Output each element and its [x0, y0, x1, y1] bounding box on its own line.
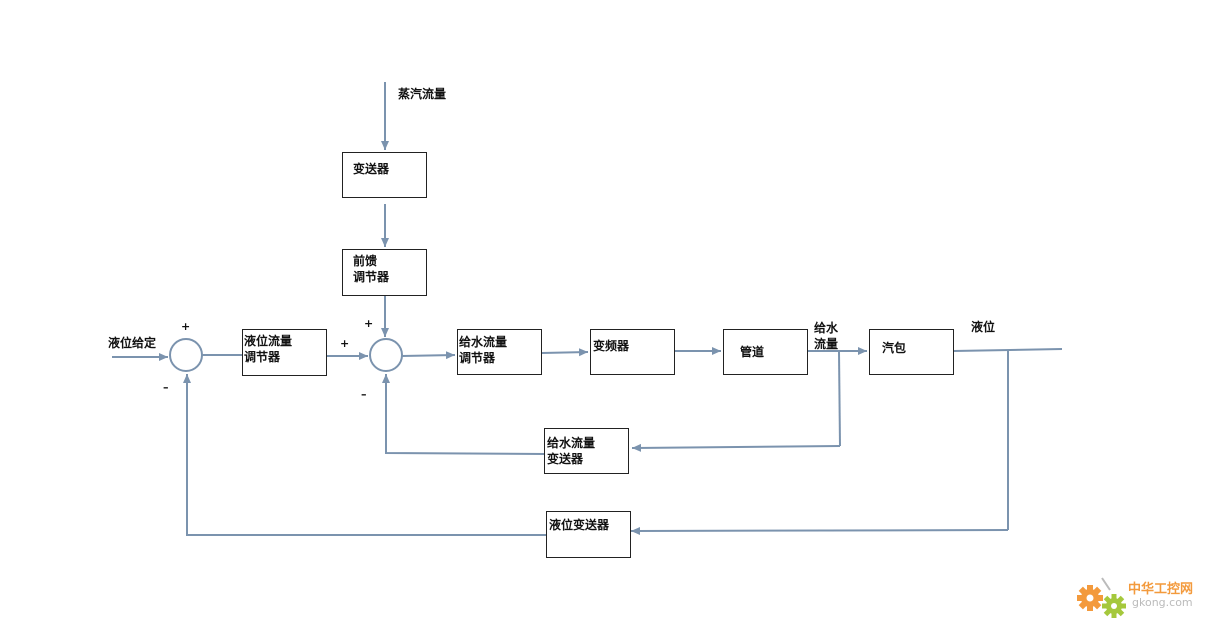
feedwater-ctrl-line1: 给水流量: [459, 335, 508, 349]
gear-logo-icon: [1077, 577, 1126, 618]
feedwater-flow-controller-box: 给水流量 调节器: [457, 329, 542, 375]
level-output-label: 液位: [971, 320, 996, 334]
sum2-minus-sign: –: [361, 388, 367, 401]
level-setpoint-label: 液位给定: [108, 336, 157, 350]
feedwater-flow-label: 给水 流量: [814, 320, 838, 352]
level-tx-label: 液位变送器: [549, 518, 610, 532]
level-flow-controller-box: 液位流量 调节器: [242, 329, 327, 376]
sum1-plus-sign: +: [181, 320, 191, 333]
summing-junction-2: [369, 338, 403, 372]
summing-junction-1: [169, 338, 203, 372]
pipe-label: 管道: [740, 345, 765, 359]
feedwater-ctrl-line2: 调节器: [459, 351, 496, 365]
arrow-feedwater-flow-to-transmitter: [631, 443, 841, 452]
feedforward-label-line1: 前馈: [353, 254, 378, 268]
gkong-watermark: 中华工控网 gkong.com: [1072, 572, 1200, 626]
feedwater-flow-transmitter-box: 给水流量 变送器: [544, 428, 629, 474]
feedforward-label-line2: 调节器: [353, 270, 390, 284]
level-transmitter-box: 液位变送器: [546, 511, 631, 558]
vfd-box: 变频器: [590, 329, 675, 375]
line-feedwater-flow-tap: [838, 351, 841, 447]
sum2-plus-top-sign: +: [364, 317, 374, 330]
feedwater-flow-label-line1: 给水: [814, 321, 839, 335]
vfd-label: 变频器: [593, 339, 630, 353]
feedwater-tx-line2: 变送器: [547, 452, 584, 466]
arrow-level-to-transmitter: [630, 526, 1009, 535]
steam-flow-label: 蒸汽流量: [398, 87, 447, 101]
drum-label: 汽包: [882, 341, 907, 355]
watermark-en-text: gkong.com: [1132, 596, 1193, 609]
sum2-plus-left-sign: +: [340, 337, 350, 350]
level-flow-ctrl-line2: 调节器: [244, 350, 281, 364]
feedforward-controller-box: 前馈 调节器: [342, 249, 427, 296]
arrow-sum2-to-feedwater-ctrl: [401, 351, 456, 360]
arrow-feedwater-tx-to-sum2: [382, 374, 546, 455]
level-flow-ctrl-line1: 液位流量: [244, 334, 293, 348]
watermark-cn-text: 中华工控网: [1128, 582, 1194, 597]
arrow-level-tx-to-sum1: [183, 374, 546, 536]
transmitter-top-label: 变送器: [353, 162, 390, 176]
transmitter-top-box: 变送器: [342, 152, 427, 198]
drum-box: 汽包: [869, 329, 954, 375]
feedwater-flow-label-line2: 流量: [814, 337, 839, 351]
sum1-minus-sign: –: [163, 381, 169, 394]
feedwater-tx-line1: 给水流量: [547, 436, 596, 450]
arrow-feedwater-ctrl-to-vfd: [541, 348, 589, 357]
pipe-box: 管道: [723, 329, 808, 375]
